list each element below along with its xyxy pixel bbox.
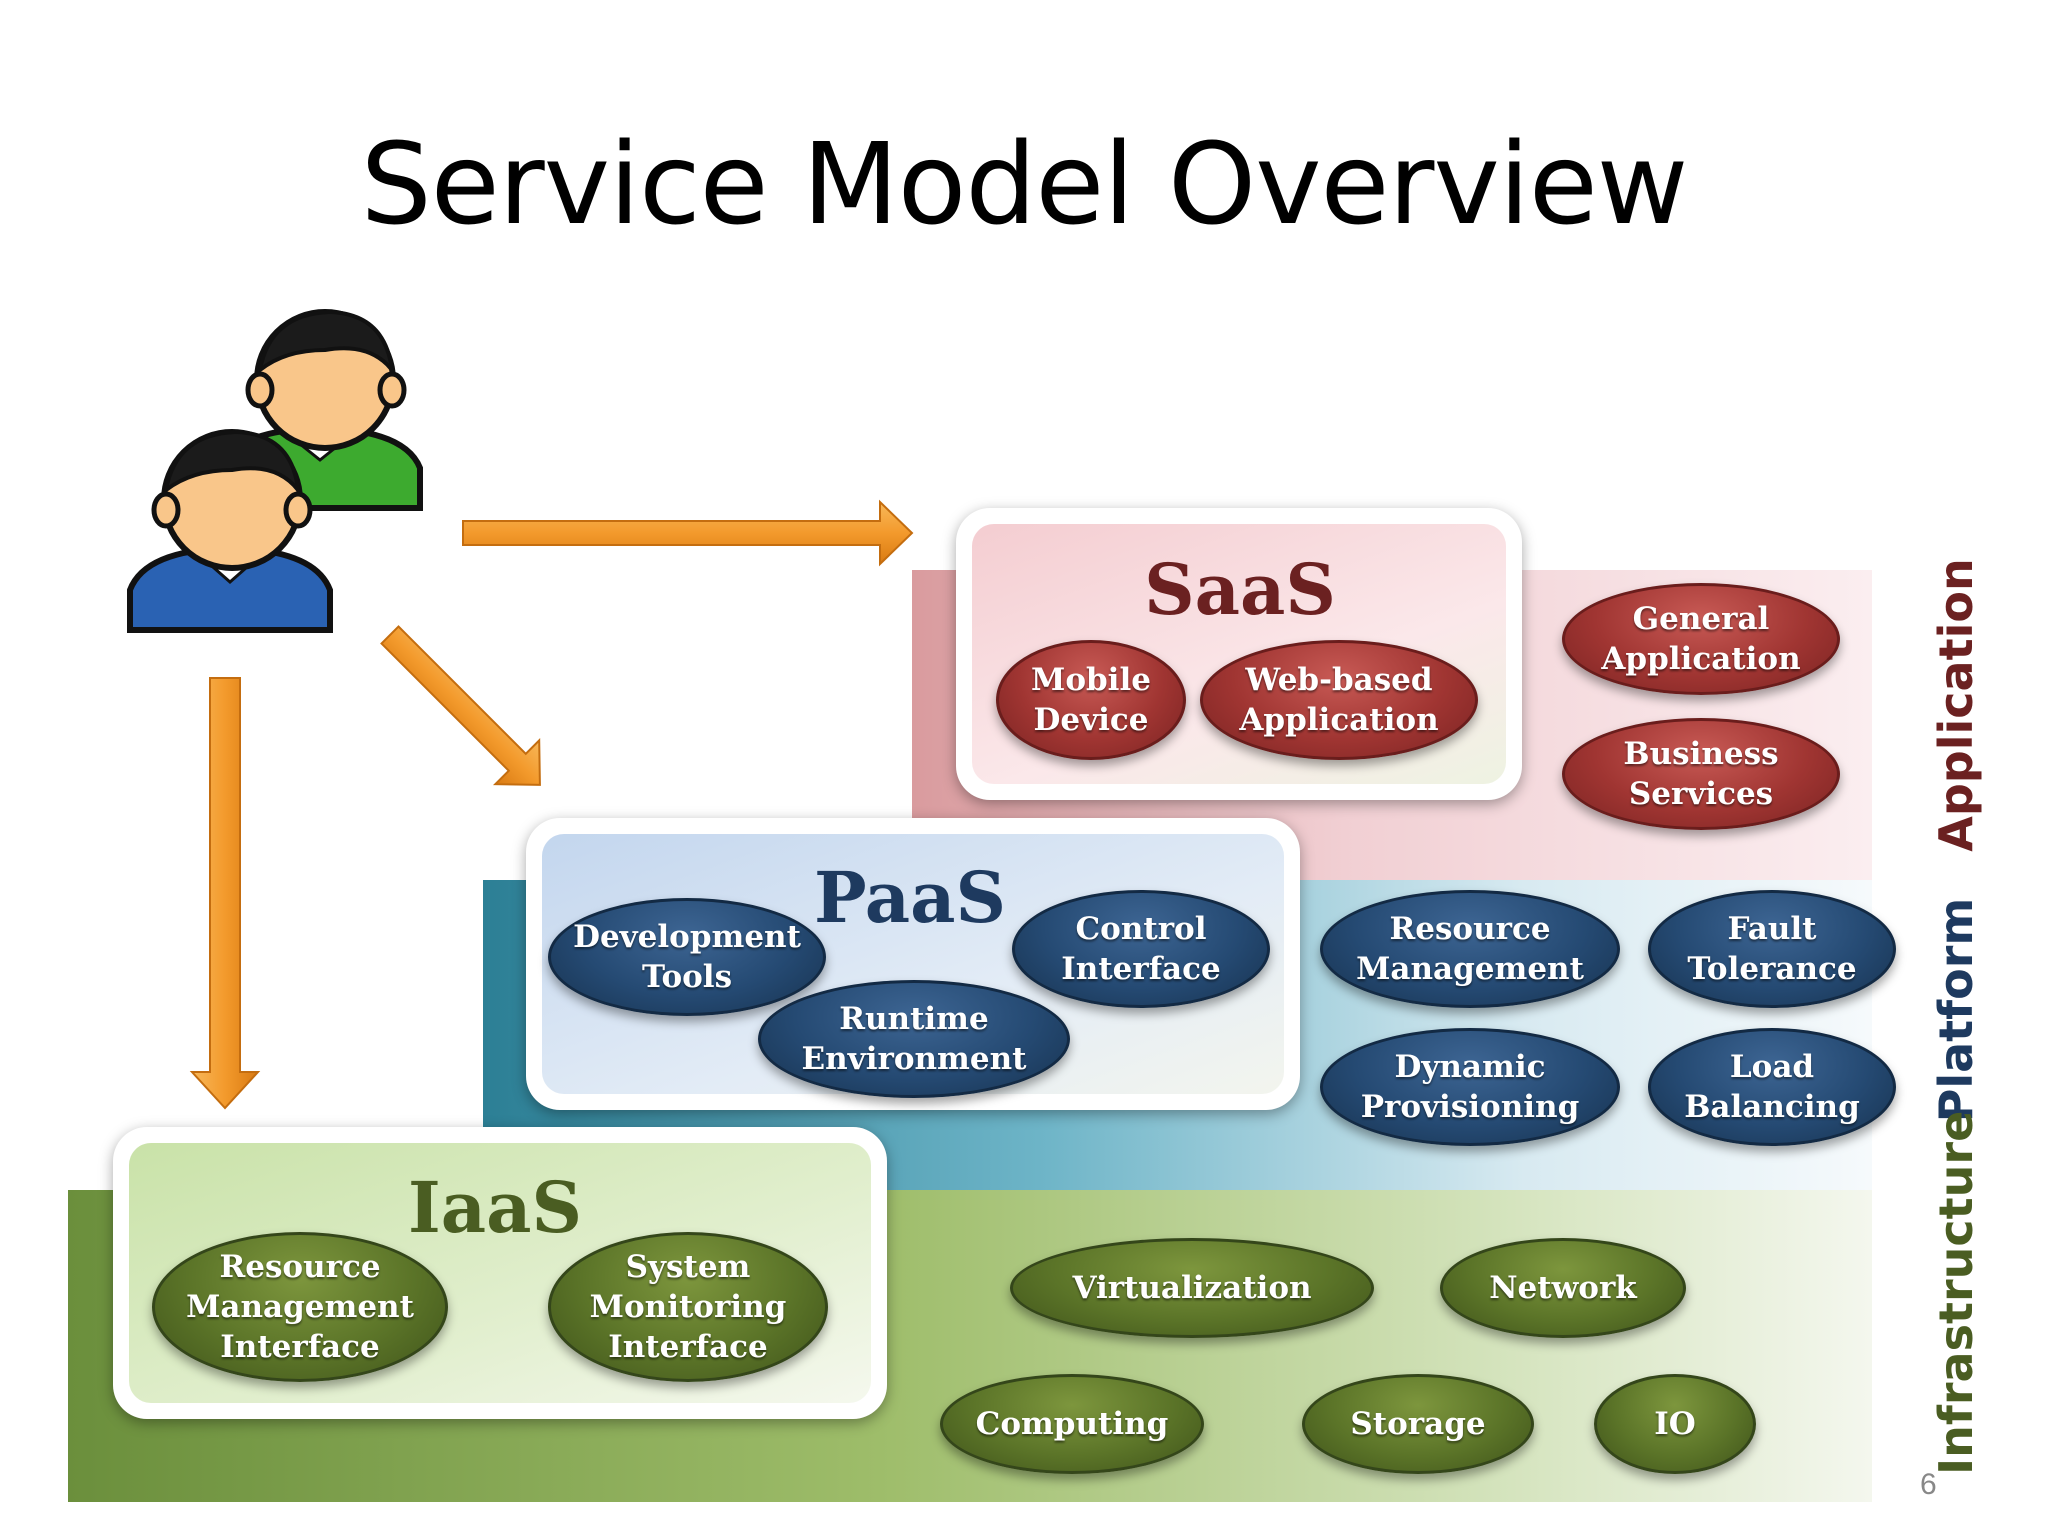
two-users-icon xyxy=(127,309,423,633)
infrastructure-service-computing: Computing xyxy=(940,1374,1204,1474)
platform-service-fault-tolerance: Fault Tolerance xyxy=(1648,890,1896,1008)
platform-service-resource-management: Resource Management xyxy=(1320,890,1620,1008)
saas-item-mobile-device: Mobile Device xyxy=(996,640,1186,760)
arrow-to-paas xyxy=(380,625,541,786)
saas-item-web-based-application: Web-based Application xyxy=(1200,640,1478,760)
arrow-to-iaas xyxy=(189,677,261,1110)
infrastructure-service-network: Network xyxy=(1440,1238,1686,1338)
paas-item-control-interface: Control Interface xyxy=(1012,890,1270,1008)
infrastructure-service-storage: Storage xyxy=(1302,1374,1534,1474)
paas-item-development-tools: Development Tools xyxy=(548,898,826,1016)
infrastructure-service-virtualization: Virtualization xyxy=(1010,1238,1374,1338)
paas-title: PaaS xyxy=(813,856,1007,939)
application-service-general-application: General Application xyxy=(1562,583,1840,695)
saas-title: SaaS xyxy=(1144,548,1336,631)
platform-service-load-balancing: Load Balancing xyxy=(1648,1028,1896,1146)
slide-title: Service Model Overview xyxy=(360,120,1689,250)
iaas-item-resource-management-interface: Resource Management Interface xyxy=(152,1232,448,1382)
infrastructure-service-io: IO xyxy=(1594,1374,1756,1474)
arrow-to-saas xyxy=(462,499,914,567)
paas-item-runtime-environment: Runtime Environment xyxy=(758,980,1070,1098)
iaas-item-system-monitoring-interface: System Monitoring Interface xyxy=(548,1232,828,1382)
page-number: 6 xyxy=(1920,1468,1937,1501)
application-service-business-services: Business Services xyxy=(1562,718,1840,830)
iaas-title: IaaS xyxy=(407,1166,582,1249)
platform-service-dynamic-provisioning: Dynamic Provisioning xyxy=(1320,1028,1620,1146)
